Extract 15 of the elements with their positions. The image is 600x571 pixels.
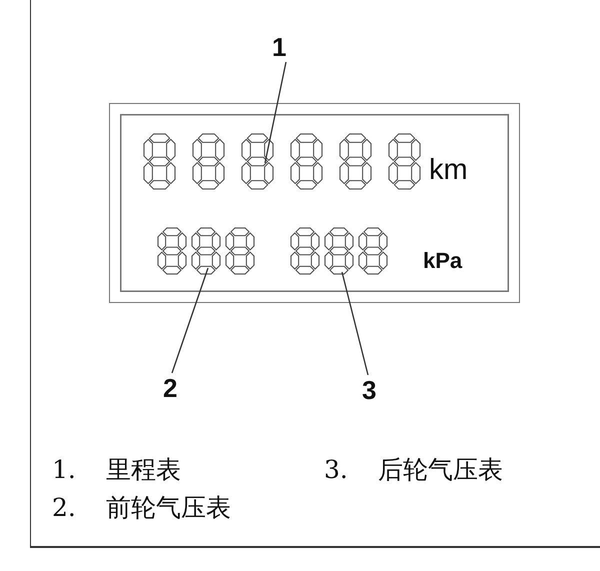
unit-label: kPa [423,250,462,272]
callout-number: 3 [362,377,376,403]
seven-segment-digits-drawing [143,133,421,190]
leader-line [171,268,209,374]
legend-entry: 2. 前轮气压表 [52,493,231,523]
legend-entry: 3. 后轮气压表 [324,455,503,485]
callout-number: 1 [272,34,286,60]
seven-segment-digits-drawing [290,227,388,275]
seven-segment-digits-drawing [157,227,255,275]
leader-line [341,272,369,376]
unit-label: km [429,156,468,185]
legend-entry: 1. 里程表 [52,455,181,485]
leader-line [264,62,287,164]
callout-number: 2 [163,375,178,401]
lcd-panel [109,103,520,303]
